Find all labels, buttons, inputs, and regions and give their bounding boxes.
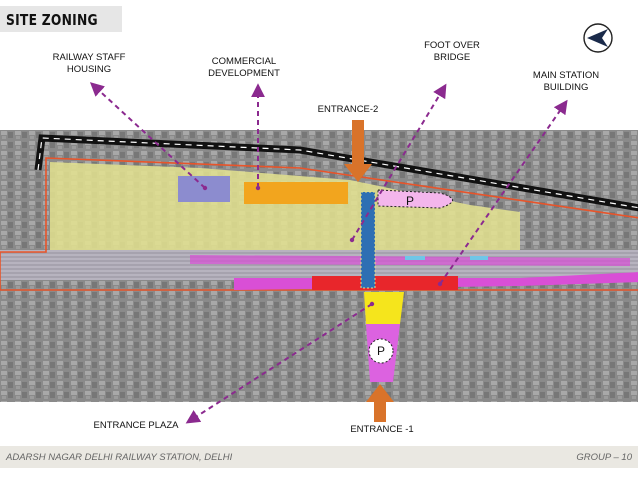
label-entrance-2: ENTRANCE-2 xyxy=(317,104,379,115)
commercial-development-zone xyxy=(244,182,348,204)
road-marking xyxy=(37,137,638,209)
north-arrow-icon xyxy=(583,23,613,53)
title-banner xyxy=(0,6,122,32)
foot-over-bridge-outline xyxy=(360,191,376,289)
parking-north-label: P xyxy=(406,194,414,208)
label-entrance-plaza: ENTRANCE PLAZA xyxy=(93,420,179,431)
foot-over-bridge-zone xyxy=(361,192,375,288)
label-main-station-building: MAIN STATION BUILDING xyxy=(532,70,600,93)
green-zone xyxy=(50,162,520,250)
main-station-building-zone xyxy=(312,276,458,290)
leader-housing xyxy=(89,82,206,189)
platform-zone xyxy=(190,255,630,266)
parking-south-label: P xyxy=(377,344,385,358)
label-railway-staff-housing: RAILWAY STAFF HOUSING xyxy=(52,52,126,75)
entrance-1-arrow xyxy=(366,384,394,422)
platform-lights-2 xyxy=(470,256,488,260)
leader-foot-over-bridge xyxy=(351,83,447,241)
label-commercial-development: COMMERCIAL DEVELOPMENT xyxy=(208,56,280,79)
entrance-2-arrow xyxy=(344,120,372,182)
leader-station xyxy=(439,99,568,285)
platform-lights xyxy=(405,256,425,260)
footer-project-name: ADARSH NAGAR DELHI RAILWAY STATION, DELH… xyxy=(6,452,233,463)
label-entrance-1: ENTRANCE -1 xyxy=(350,424,414,435)
leader-entrance-plaza xyxy=(185,303,373,424)
parking-south-circle xyxy=(368,338,394,364)
parking-north-zone xyxy=(377,189,453,209)
entrance-plaza-zone xyxy=(364,292,404,324)
slide-title: SITE ZONING xyxy=(6,11,98,29)
footer-bar xyxy=(0,446,638,468)
footer-group: GROUP – 10 xyxy=(576,452,632,463)
label-foot-over-bridge: FOOT OVER BRIDGE xyxy=(424,40,480,63)
